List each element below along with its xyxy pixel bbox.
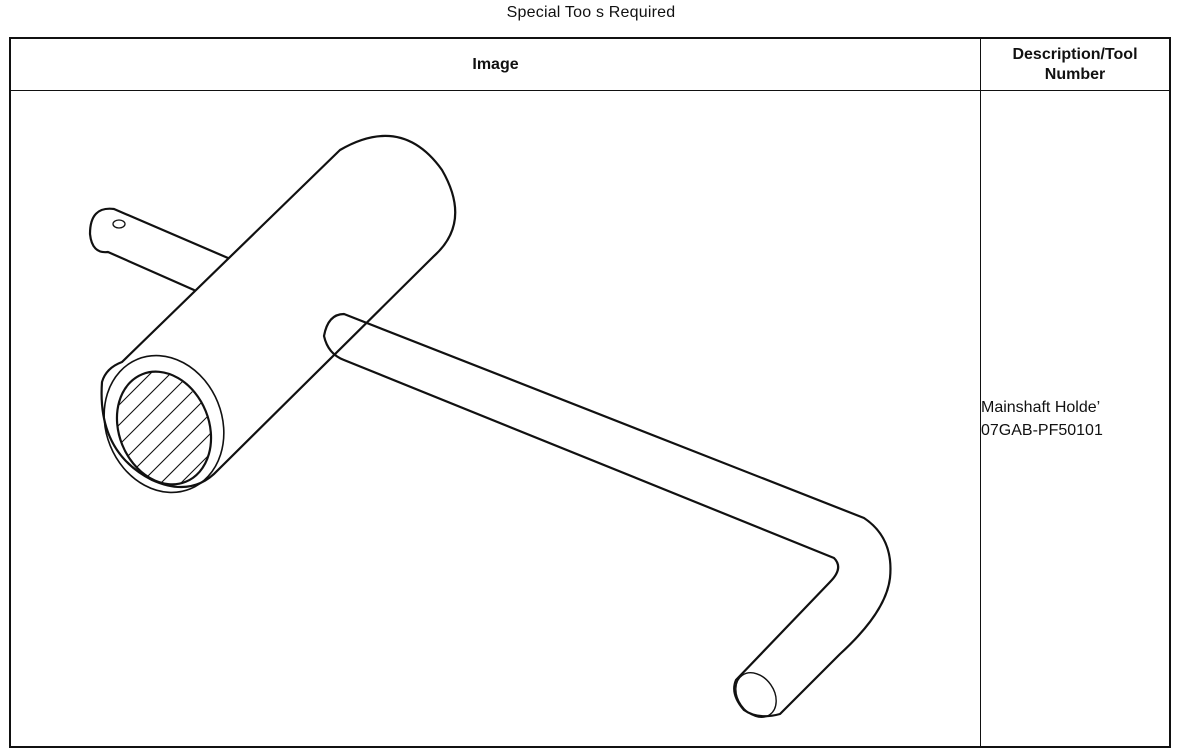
mainshaft-holder-illustration — [88, 134, 892, 718]
cylinder-body — [100, 134, 457, 489]
page-title: Special Too s Required — [506, 4, 676, 21]
tool-name: Mainshaft Holde’ — [981, 398, 1101, 416]
special-tools-table: Image Description/Tool Number — [9, 37, 1171, 748]
description-column-header: Description/Tool Number — [980, 37, 1171, 91]
bore — [115, 370, 213, 486]
image-cell — [9, 90, 981, 748]
image-column-header: Image — [9, 37, 981, 91]
handle-end — [735, 672, 777, 718]
handle-bar — [322, 312, 892, 718]
rear-pin — [88, 207, 230, 292]
tool-number: 07GAB-PF50101 — [981, 421, 1103, 439]
table-row: Mainshaft Holde’ 07GAB-PF50101 — [9, 90, 1171, 748]
bore-rim — [103, 354, 225, 494]
description-cell: Mainshaft Holde’ 07GAB-PF50101 — [980, 90, 1171, 748]
table-header-row: Image Description/Tool Number — [9, 37, 1171, 91]
